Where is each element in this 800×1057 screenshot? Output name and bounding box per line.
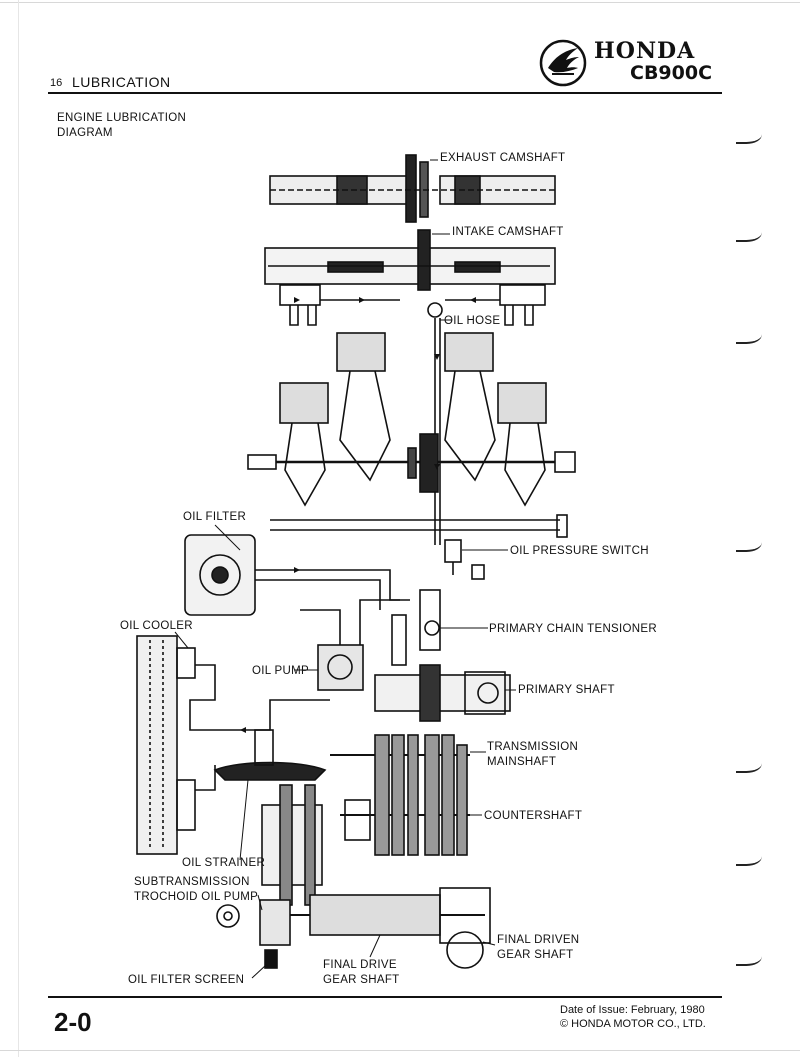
page-edge-bottom [0,1050,800,1051]
label-intake-camshaft: INTAKE CAMSHAFT [452,226,564,238]
leader-lines [174,159,516,979]
pistons-drawing [279,332,547,507]
crankshaft-drawing [247,433,576,538]
header-rule [48,92,722,94]
label-transmission-mainshaft-line2: MAINSHAFT [487,756,557,768]
transmission-gears-drawing [330,734,470,856]
copyright: © HONDA MOTOR CO., LTD. [560,1018,706,1030]
label-final-driven-line2: GEAR SHAFT [497,949,574,961]
label-primary-chain-tensioner: PRIMARY CHAIN TENSIONER [489,623,657,635]
oil-pressure-switch-drawing [444,539,485,580]
diagram-title: ENGINE LUBRICATION DIAGRAM [57,112,187,139]
page-edge-left [18,0,19,1057]
label-final-driven-line1: FINAL DRIVEN [497,934,580,946]
section-number: 16 [50,77,63,89]
label-oil-filter: OIL FILTER [183,511,247,523]
primary-shaft-drawing [374,664,511,722]
label-final-drive-line1: FINAL DRIVE [323,959,397,971]
binder-mark [736,757,762,773]
oil-filter-drawing [184,534,410,616]
label-oil-pressure-switch: OIL PRESSURE SWITCH [510,545,649,557]
page-edge-top [0,2,800,3]
section-title: LUBRICATION [72,74,171,90]
oil-strainer-drawing [213,729,327,781]
binder-mark [736,328,762,344]
issue-date: Date of Issue: February, 1980 [560,1004,705,1016]
model-name: CB900C [630,62,713,84]
binder-mark [736,226,762,242]
primary-chain-tensioner-drawing [391,589,441,666]
oil-cooler-drawing [136,635,330,855]
binder-mark [736,536,762,552]
binder-mark [736,128,762,144]
label-countershaft: COUNTERSHAFT [484,810,583,822]
oil-hose-drawing [427,302,443,545]
oil-pump-drawing [300,599,400,691]
label-final-drive-line2: GEAR SHAFT [323,974,400,986]
honda-wing-logo-icon [539,39,587,87]
label-subtransmission-line1: SUBTRANSMISSION [134,876,250,888]
label-transmission-mainshaft-line1: TRANSMISSION [487,741,579,753]
label-oil-cooler: OIL COOLER [120,620,193,632]
intake-camshaft-drawing [264,229,556,326]
footer-rule [48,996,722,998]
binder-mark [736,950,762,966]
exhaust-camshaft-drawing [269,154,556,223]
binder-mark [736,850,762,866]
label-primary-shaft: PRIMARY SHAFT [518,684,615,696]
final-drive-drawing [259,887,491,969]
label-subtransmission-line2: TROCHOID OIL PUMP [134,891,259,903]
label-oil-pump: OIL PUMP [252,665,309,677]
label-oil-strainer: OIL STRAINER [182,857,266,869]
page-number: 2-0 [54,1007,92,1037]
label-oil-hose: OIL HOSE [444,315,501,327]
brand-name: HONDA [594,38,696,64]
label-exhaust-camshaft: EXHAUST CAMSHAFT [440,152,566,164]
label-oil-filter-screen: OIL FILTER SCREEN [128,974,245,986]
